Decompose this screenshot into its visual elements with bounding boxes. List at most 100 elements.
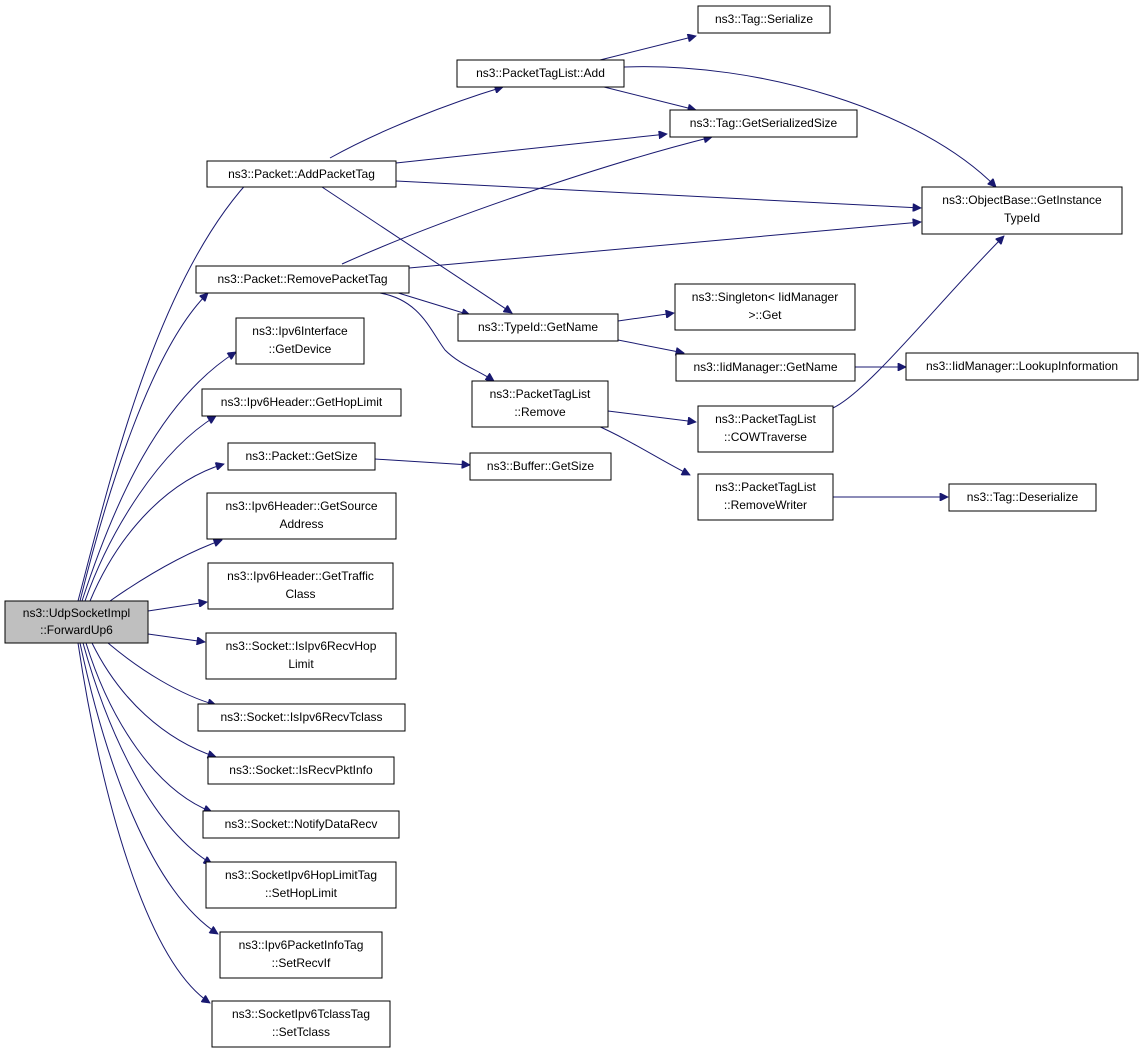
- node-label-line: ns3::PacketTagList: [715, 480, 816, 494]
- edge-forwardup6-gethoplimit: [84, 416, 216, 602]
- edge-forwardup6-getsource: [109, 540, 222, 602]
- edge-ptladd-tagser: [599, 36, 696, 61]
- node-label: ns3::Packet::RemovePacketTag: [217, 272, 387, 286]
- node-label: ns3::Socket::IsIpv6RecvTclass: [220, 710, 382, 724]
- node-socket-isipv6recvhoplimit[interactable]: ns3::Socket::IsIpv6RecvHop Limit: [205, 632, 397, 680]
- node-tag-deserialize[interactable]: ns3::Tag::Deserialize: [948, 483, 1097, 512]
- node-label-line: ns3::Ipv6Interface: [252, 324, 348, 338]
- edge-typeidname-singleton: [617, 313, 674, 322]
- node-buffer-getsize[interactable]: ns3::Buffer::GetSize: [469, 452, 612, 481]
- node-label-line: ns3::Ipv6Header::GetTraffic: [227, 569, 374, 583]
- edge-ptlremove-removewriter: [595, 424, 690, 476]
- node-label: ns3::Socket::IsRecvPktInfo: [229, 763, 373, 777]
- node-ipv6header-gettrafficclass[interactable]: ns3::Ipv6Header::GetTraffic Class: [207, 562, 394, 610]
- node-packet-addpackettag[interactable]: ns3::Packet::AddPacketTag: [206, 160, 397, 188]
- edge-cow-objbase: [832, 236, 1004, 409]
- node-label-line: Limit: [288, 657, 314, 671]
- edge-ptlremove-cow: [607, 410, 696, 422]
- edge-addpackettag-typeidname: [321, 186, 512, 313]
- node-label: ns3::PacketTagList::Add: [476, 66, 605, 80]
- node-socketipv6tclasstag-settclass[interactable]: ns3::SocketIpv6TclassTag ::SetTclass: [211, 1000, 391, 1048]
- edge-ptladd-objbase: [623, 66, 996, 187]
- node-label: ns3::Socket::NotifyDataRecv: [225, 817, 378, 831]
- node-socketipv6hoplimittag-sethoplimit[interactable]: ns3::SocketIpv6HopLimitTag ::SetHopLimit: [205, 861, 397, 909]
- node-packettaglist-remove[interactable]: ns3::PacketTagList ::Remove: [471, 380, 609, 428]
- node-label: ns3::Tag::GetSerializedSize: [690, 116, 838, 130]
- edge-addpackettag-objbase: [395, 180, 921, 208]
- edge-forwardup6-setrecvif: [79, 642, 218, 934]
- edge-forwardup6-addpackettag: [77, 164, 266, 602]
- node-label-line: ns3::Ipv6Header::GetSource: [225, 499, 377, 513]
- node-label-line: ::RemoveWriter: [724, 498, 807, 512]
- edge-removepackettag-objbase: [408, 222, 921, 269]
- node-label-line: ns3::ObjectBase::GetInstance: [942, 193, 1102, 207]
- edge-removepackettag-ptlremove: [379, 292, 494, 381]
- node-label-line: ::SetRecvIf: [272, 956, 331, 970]
- edge-addpackettag-ptladd: [329, 87, 503, 159]
- node-label-line: ns3::Socket::IsIpv6RecvHop: [226, 639, 377, 653]
- node-typeid-getname[interactable]: ns3::TypeId::GetName: [457, 313, 619, 342]
- node-label-line: ns3::Singleton< IidManager: [692, 290, 838, 304]
- edge-removepackettag-tagsersize: [341, 137, 712, 265]
- node-iidmanager-lookupinformation[interactable]: ns3::IidManager::LookupInformation: [905, 352, 1139, 381]
- edge-ptladd-tagsersize: [599, 85, 696, 110]
- edge-forwardup6-settclass: [77, 642, 210, 1003]
- node-label: ns3::IidManager::LookupInformation: [926, 359, 1118, 373]
- node-label-line: Address: [279, 517, 323, 531]
- edge-addpackettag-tagsersize: [395, 134, 667, 164]
- node-ipv6header-gethoplimit[interactable]: ns3::Ipv6Header::GetHopLimit: [201, 388, 402, 417]
- node-tag-getserializedsize[interactable]: ns3::Tag::GetSerializedSize: [669, 109, 858, 138]
- edge-forwardup6-isrecvpkt: [91, 642, 216, 757]
- node-objectbase-getinstancetypeid[interactable]: ns3::ObjectBase::GetInstance TypeId: [921, 186, 1123, 235]
- node-label: ns3::Packet::GetSize: [245, 449, 357, 463]
- node-label-line: TypeId: [1004, 211, 1040, 225]
- edge-forwardup6-notify: [85, 642, 212, 812]
- node-packettaglist-removewriter[interactable]: ns3::PacketTagList ::RemoveWriter: [697, 473, 834, 521]
- edge-forwardup6-getsize: [89, 464, 224, 602]
- edge-forwardup6-isrecvhop: [147, 633, 205, 642]
- node-udpsocketimpl-forwardup6[interactable]: ns3::UdpSocketImpl ::ForwardUp6: [4, 600, 149, 644]
- node-label-line: ::SetTclass: [272, 1025, 330, 1039]
- node-label-line: ns3::PacketTagList: [490, 387, 591, 401]
- node-label-line: ::GetDevice: [269, 342, 332, 356]
- node-label-line: ns3::UdpSocketImpl: [23, 606, 130, 620]
- node-label-line: ::Remove: [514, 405, 566, 419]
- edge-forwardup6-removepackettag: [79, 293, 208, 602]
- node-label: ns3::Packet::AddPacketTag: [228, 167, 375, 181]
- edge-removepackettag-typeidname: [394, 291, 470, 315]
- node-label: ns3::Ipv6Header::GetHopLimit: [221, 395, 383, 409]
- node-label-line: ns3::PacketTagList: [715, 412, 816, 426]
- node-label: ns3::TypeId::GetName: [478, 320, 598, 334]
- edge-forwardup6-sethoplimit: [82, 642, 212, 864]
- edge-typeidname-iidname: [617, 339, 684, 353]
- node-label: ns3::Tag::Serialize: [715, 12, 813, 26]
- node-ipv6header-getsourceaddress[interactable]: ns3::Ipv6Header::GetSource Address: [206, 492, 397, 540]
- node-label-line: ::COWTraverse: [724, 430, 807, 444]
- nodes: ns3::UdpSocketImpl ::ForwardUp6 ns3::Pac…: [4, 5, 1139, 1048]
- node-label: ns3::Tag::Deserialize: [967, 490, 1079, 504]
- node-label-line: ns3::Ipv6PacketInfoTag: [239, 938, 364, 952]
- node-label-line: ns3::SocketIpv6TclassTag: [232, 1007, 370, 1021]
- node-singleton-iidmanager-get[interactable]: ns3::Singleton< IidManager >::Get: [674, 283, 856, 331]
- edge-forwardup6-isrecvtclass: [107, 642, 216, 705]
- node-label-line: Class: [285, 587, 315, 601]
- node-socket-notifydatarecv[interactable]: ns3::Socket::NotifyDataRecv: [202, 810, 400, 839]
- node-tag-serialize[interactable]: ns3::Tag::Serialize: [697, 5, 831, 34]
- node-socket-isipv6recvtclass[interactable]: ns3::Socket::IsIpv6RecvTclass: [197, 703, 406, 732]
- node-socket-isrecvpktinfo[interactable]: ns3::Socket::IsRecvPktInfo: [207, 756, 395, 785]
- edge-getsize-buffersize: [374, 458, 470, 465]
- node-ipv6interface-getdevice[interactable]: ns3::Ipv6Interface ::GetDevice: [235, 317, 365, 365]
- edges: [77, 36, 1004, 1003]
- edge-forwardup6-gettraffic: [147, 602, 207, 612]
- node-packettaglist-cowtraverse[interactable]: ns3::PacketTagList ::COWTraverse: [697, 405, 834, 453]
- node-iidmanager-getname[interactable]: ns3::IidManager::GetName: [675, 353, 856, 382]
- node-label: ns3::IidManager::GetName: [693, 360, 837, 374]
- node-packet-removepackettag[interactable]: ns3::Packet::RemovePacketTag: [195, 265, 410, 294]
- node-label: ns3::Buffer::GetSize: [487, 459, 594, 473]
- node-ipv6packetinfotag-setrecvif[interactable]: ns3::Ipv6PacketInfoTag ::SetRecvIf: [219, 931, 383, 979]
- edge-forwardup6-getdevice: [81, 352, 236, 602]
- node-packet-getsize[interactable]: ns3::Packet::GetSize: [227, 442, 376, 471]
- node-packettaglist-add[interactable]: ns3::PacketTagList::Add: [456, 59, 625, 88]
- node-label-line: ::SetHopLimit: [265, 886, 338, 900]
